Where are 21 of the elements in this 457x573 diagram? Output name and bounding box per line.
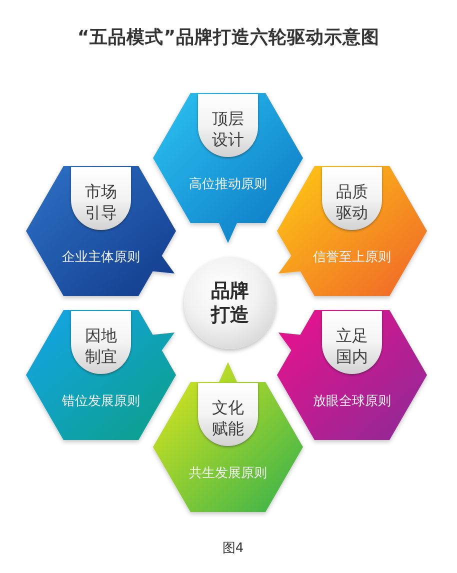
heading-tab: 顶层设计 xyxy=(198,94,258,157)
hexagon-panel xyxy=(277,310,427,440)
hexagon-panel xyxy=(26,166,176,296)
principle-text: 共生发展原则 xyxy=(189,466,267,482)
heading-tab: 立足国内 xyxy=(322,311,382,374)
principle-text: 企业主体原则 xyxy=(62,250,140,266)
figure-caption: 图4 xyxy=(222,540,244,557)
principle-text: 错位发展原则 xyxy=(62,394,140,410)
principle-text: 信誉至上原则 xyxy=(313,250,391,266)
principle-text: 放眼全球原则 xyxy=(313,394,391,410)
center-circle: 品牌打造 xyxy=(184,257,276,349)
heading-tab: 市场引导 xyxy=(71,167,131,230)
hexagon-panel xyxy=(153,362,303,512)
heading-tab: 品质驱动 xyxy=(322,167,382,230)
hexagon-panel xyxy=(26,310,176,440)
diagram-title: “五品模式”品牌打造六轮驱动示意图 xyxy=(77,26,380,50)
hexagon-panel xyxy=(153,93,303,243)
heading-tab: 文化赋能 xyxy=(198,383,258,446)
principle-text: 高位推动原则 xyxy=(189,177,267,193)
heading-tab: 因地制宜 xyxy=(71,311,131,374)
hexagon-panel xyxy=(277,166,427,296)
